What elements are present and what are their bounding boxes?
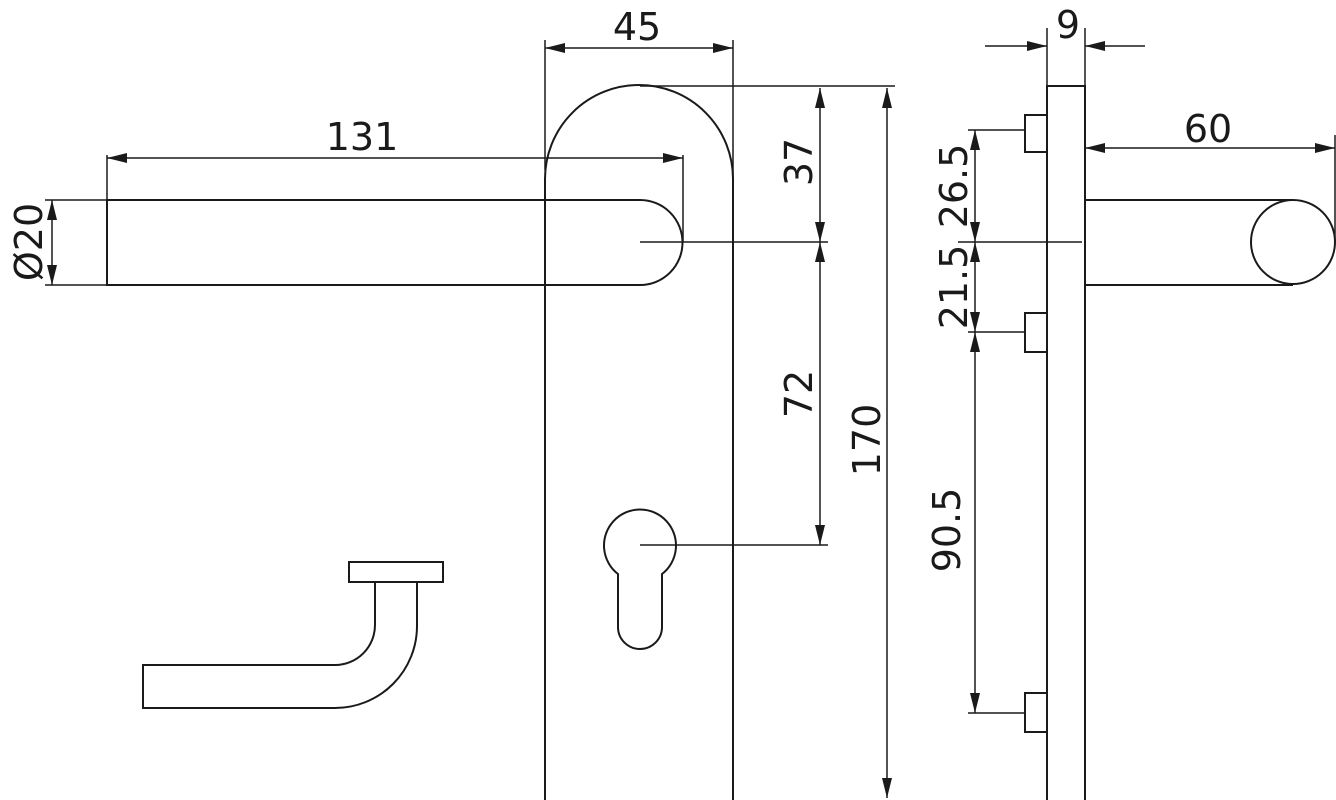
dim-handle-diameter: Ø20 xyxy=(7,203,51,281)
fixing-boss-middle xyxy=(1024,312,1048,353)
dim-plate-thickness: 9 xyxy=(1056,3,1080,47)
dim-bottom-fixing: 90.5 xyxy=(925,488,969,573)
dim-top-fixing: 26.5 xyxy=(932,144,976,229)
lever-handle-front xyxy=(106,199,684,286)
fixing-boss-top xyxy=(1024,114,1048,153)
handle-perspective-icon xyxy=(142,561,444,709)
backplate-front xyxy=(544,84,734,800)
fixing-boss-bottom xyxy=(1024,692,1048,733)
dim-handle-projection: 60 xyxy=(1184,107,1232,151)
dim-plate-height: 170 xyxy=(845,404,889,477)
cylinder-keyhole xyxy=(603,508,677,650)
dim-plate-width: 45 xyxy=(613,5,661,49)
dim-handle-length: 131 xyxy=(326,115,399,159)
dim-handle-to-cylinder: 72 xyxy=(777,370,821,418)
dim-top-to-handle: 37 xyxy=(777,138,821,186)
lever-end-circle xyxy=(1250,199,1336,285)
dim-middle-fixing: 21.5 xyxy=(932,245,976,330)
lever-handle-side xyxy=(1085,199,1293,286)
backplate-side xyxy=(1046,85,1086,800)
